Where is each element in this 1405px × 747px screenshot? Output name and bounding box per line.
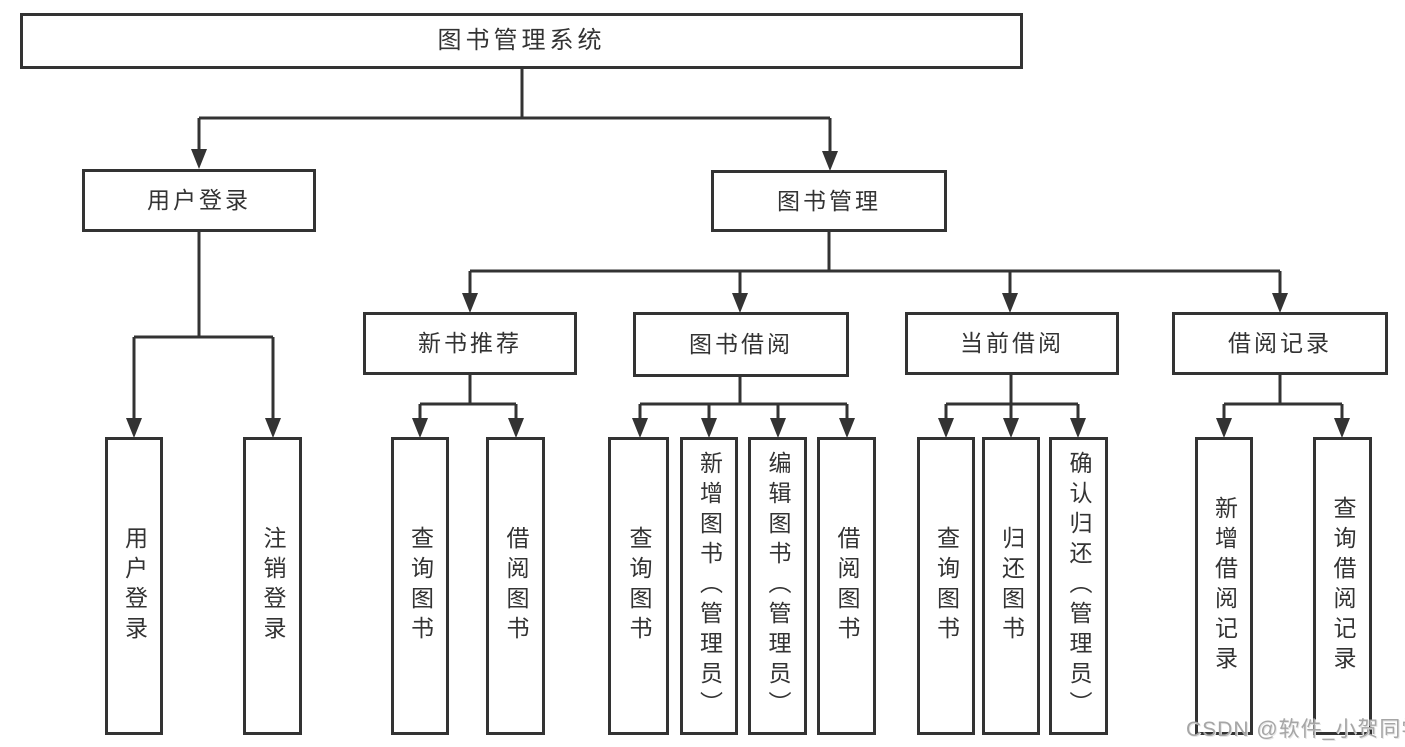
node-user-login: 用户登录 (82, 169, 316, 232)
arrow-down-icon (1003, 418, 1019, 438)
arrow-down-icon (1002, 293, 1018, 313)
node-new-book-recommend: 新书推荐 (363, 312, 577, 375)
leaf-return-books: 归还图书 (982, 437, 1040, 735)
arrow-down-icon (1272, 293, 1288, 313)
connector-borrow-records (1222, 375, 1344, 420)
connector-new-book-recommend (418, 375, 518, 420)
connector-book-borrow (638, 377, 849, 420)
leaf-add-books-admin: 新增图书（管理员） (680, 437, 738, 735)
arrowheads (126, 149, 1350, 438)
arrow-down-icon (1334, 418, 1350, 438)
leaf-query-books-borrow: 查询图书 (608, 437, 669, 735)
node-library-management-system: 图书管理系统 (20, 13, 1023, 69)
arrow-down-icon (412, 418, 428, 438)
arrow-down-icon (839, 418, 855, 438)
arrow-down-icon (265, 418, 281, 438)
connector-user-login (132, 232, 275, 420)
arrow-down-icon (462, 293, 478, 313)
node-book-management: 图书管理 (711, 170, 947, 232)
arrow-down-icon (822, 151, 838, 171)
leaf-query-books-recommend: 查询图书 (391, 437, 449, 735)
connector-book-management (468, 232, 1282, 295)
leaf-confirm-return-admin: 确认归还（管理员） (1049, 437, 1108, 735)
arrow-down-icon (191, 149, 207, 169)
node-book-borrow: 图书借阅 (633, 312, 849, 377)
arrow-down-icon (1070, 418, 1086, 438)
arrow-down-icon (701, 418, 717, 438)
arrow-down-icon (1216, 418, 1232, 438)
leaf-borrow-books-recommend: 借阅图书 (486, 437, 545, 735)
csdn-watermark: CSDN @软件_小贺同学 (1186, 718, 1405, 741)
node-borrow-records: 借阅记录 (1172, 312, 1388, 375)
arrow-down-icon (508, 418, 524, 438)
arrow-down-icon (770, 418, 786, 438)
connector-current-borrow (944, 375, 1080, 420)
arrow-down-icon (126, 418, 142, 438)
leaf-add-borrow-record: 新增借阅记录 (1195, 437, 1253, 735)
leaf-borrow-books: 借阅图书 (817, 437, 876, 735)
leaf-query-borrow-record: 查询借阅记录 (1313, 437, 1372, 735)
arrow-down-icon (938, 418, 954, 438)
leaf-logout-login: 注销登录 (243, 437, 302, 735)
leaf-user-login: 用户登录 (105, 437, 163, 735)
node-current-borrow: 当前借阅 (905, 312, 1119, 375)
leaf-edit-books-admin: 编辑图书（管理员） (748, 437, 807, 735)
arrow-down-icon (732, 293, 748, 313)
connector-root (197, 69, 832, 153)
arrow-down-icon (632, 418, 648, 438)
leaf-query-books-current: 查询图书 (917, 437, 975, 735)
